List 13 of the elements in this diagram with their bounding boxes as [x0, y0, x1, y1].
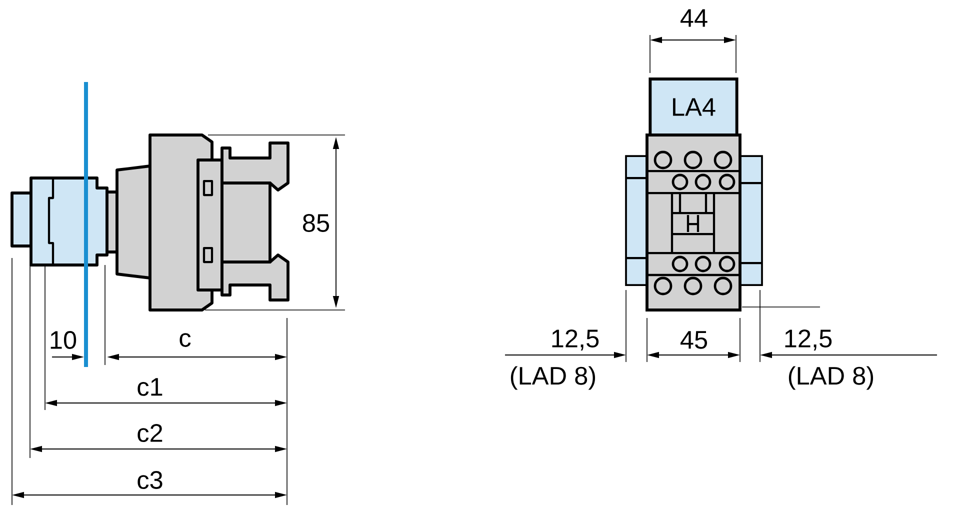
dimension-label: c: [180, 333, 191, 347]
dimension-label: 44: [680, 9, 708, 27]
dimension-label: 10: [50, 331, 76, 349]
dimension-label: 85: [303, 214, 330, 232]
dimension-label: 12,5: [552, 330, 599, 350]
module-box: LA4: [648, 78, 738, 136]
dimension-label: c1: [138, 378, 162, 396]
dimension-label: 45: [680, 331, 708, 349]
dimension-label: (LAD 8): [788, 366, 874, 390]
dimension-label: (LAD 8): [510, 366, 596, 390]
dimension-label: 12,5: [785, 330, 832, 350]
dimension-label: c3: [138, 471, 162, 489]
dimension-label: c2: [138, 424, 162, 442]
